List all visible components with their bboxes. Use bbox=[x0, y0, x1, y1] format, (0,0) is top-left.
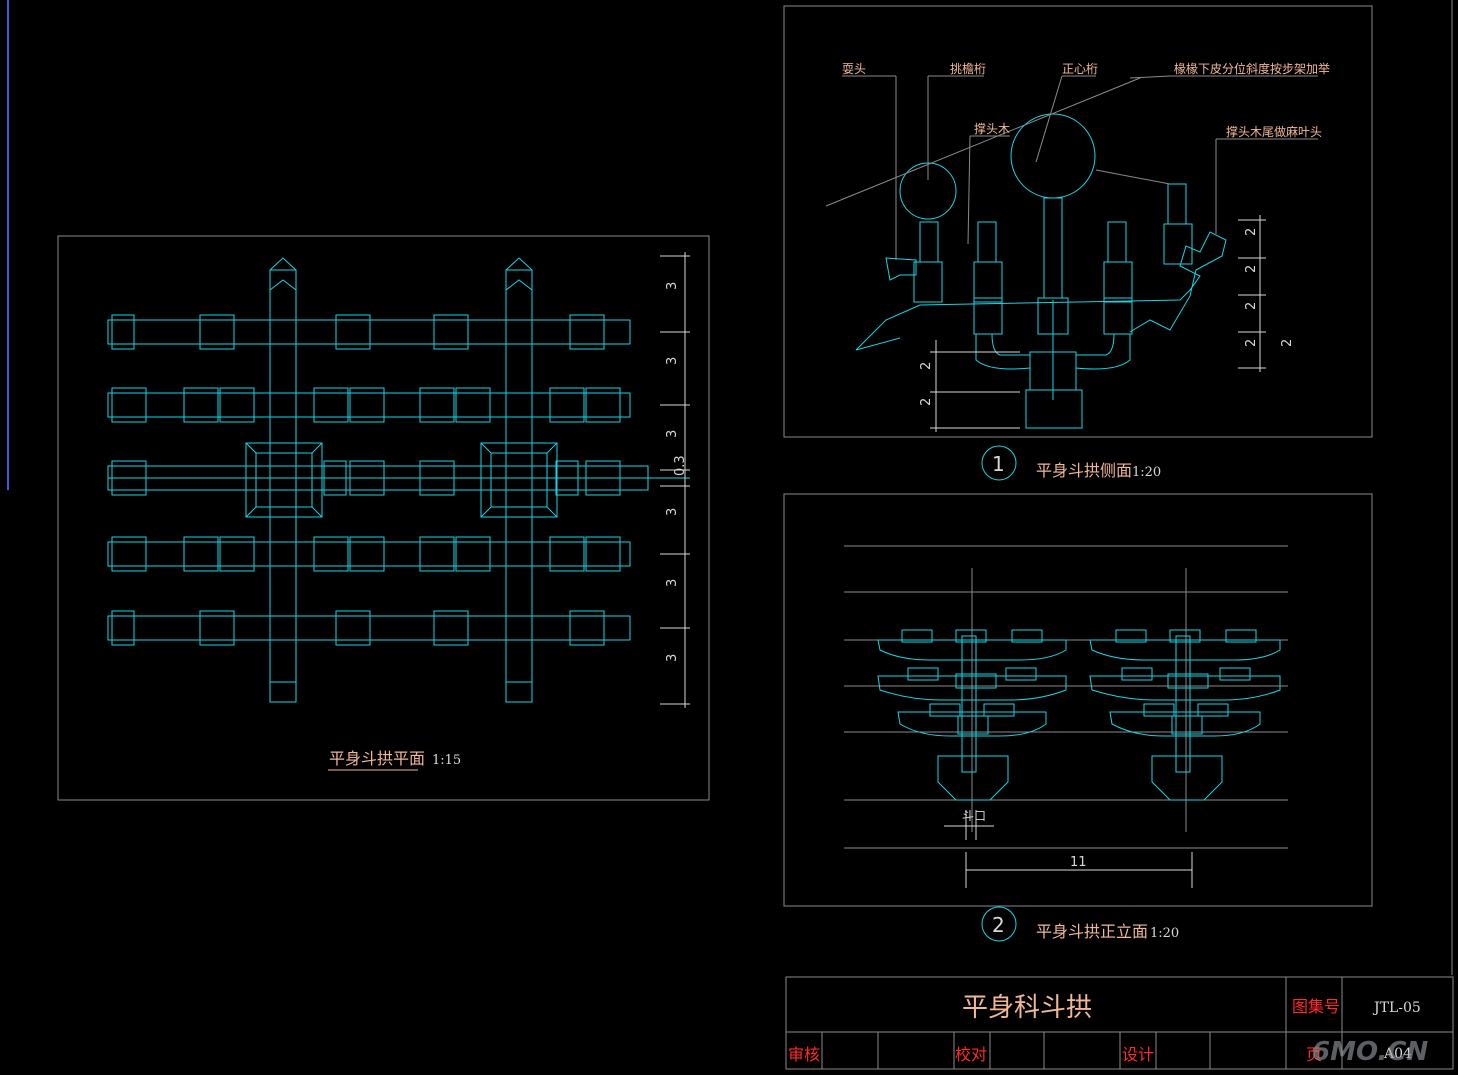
side-view: 耍头 挑檐桁 正心桁 撑头木 椽椽下皮分位斜度按步架加举 撑头木尾做麻叶头 2 … bbox=[783, 5, 1373, 481]
label-chengtou: 撑头木 bbox=[974, 121, 1010, 136]
label-tiaoyan: 挑檐桁 bbox=[950, 62, 986, 76]
label-note: 椽椽下皮分位斜度按步架加举 bbox=[1174, 61, 1330, 76]
front-number-circle bbox=[981, 906, 1017, 942]
atlas-number: JTL-05 bbox=[1372, 1000, 1421, 1016]
side-scale: 1:20 bbox=[1132, 465, 1161, 480]
design-label: 设计 bbox=[1122, 1045, 1154, 1064]
side-dim-r2: 2 bbox=[1244, 265, 1259, 273]
plan-dim-1: 3 bbox=[665, 282, 680, 290]
front-title: 平身斗拱正立面 bbox=[1036, 922, 1148, 941]
side-title: 平身斗拱侧面 bbox=[1036, 461, 1132, 480]
watermark: 6MO.CN bbox=[1312, 1037, 1428, 1067]
side-dim-r5: 2 bbox=[1280, 339, 1295, 347]
front-width-dim: 11 bbox=[1070, 855, 1087, 870]
page-label: 页 bbox=[1306, 1045, 1322, 1064]
side-frame bbox=[783, 5, 1373, 438]
drawing-name: 平身科斗拱 bbox=[962, 993, 1092, 1023]
plan-dim-6: 3 bbox=[665, 579, 680, 587]
label-tail: 撑头木尾做麻叶头 bbox=[1226, 124, 1322, 139]
side-dim-l1: 2 bbox=[919, 362, 934, 370]
front-number: 2 bbox=[992, 913, 1005, 937]
side-dim-r3: 2 bbox=[1244, 302, 1259, 310]
plan-dim-5: 3 bbox=[665, 508, 680, 516]
label-zhengxin: 正心桁 bbox=[1062, 62, 1098, 76]
plan-dim-4: 0.3 bbox=[673, 455, 688, 476]
plan-dim-3: 3 bbox=[665, 430, 680, 438]
atlas-label: 图集号 bbox=[1292, 997, 1340, 1016]
plan-dim-2: 3 bbox=[665, 357, 680, 365]
doukou-label: 斗口 bbox=[962, 809, 986, 823]
plan-dim-7: 3 bbox=[665, 654, 680, 662]
check-label: 校对 bbox=[955, 1045, 987, 1064]
page-number: A04 bbox=[1383, 1046, 1412, 1062]
label-shuatou: 耍头 bbox=[842, 62, 866, 76]
review-label: 审核 bbox=[788, 1045, 820, 1064]
plan-scale: 1:15 bbox=[432, 753, 461, 768]
plan-view: 3 3 3 0.3 3 3 3 平身斗拱平面 1:15 bbox=[57, 235, 710, 801]
side-dim-r4: 2 bbox=[1244, 339, 1259, 347]
front-view: 斗口 11 2 平身斗拱正立面 1:20 bbox=[783, 493, 1373, 942]
side-number: 1 bbox=[992, 452, 1005, 476]
side-number-circle bbox=[981, 445, 1017, 481]
front-scale: 1:20 bbox=[1150, 926, 1179, 941]
title-block: 平身科斗拱 图集号 JTL-05 审核 校对 设计 页 A04 6MO.CN bbox=[785, 976, 1454, 1070]
side-dim-r1: 2 bbox=[1244, 228, 1259, 236]
side-dim-l2: 2 bbox=[919, 398, 934, 406]
plan-frame bbox=[57, 235, 710, 801]
front-frame bbox=[783, 493, 1373, 907]
plan-title: 平身斗拱平面 bbox=[329, 749, 425, 768]
